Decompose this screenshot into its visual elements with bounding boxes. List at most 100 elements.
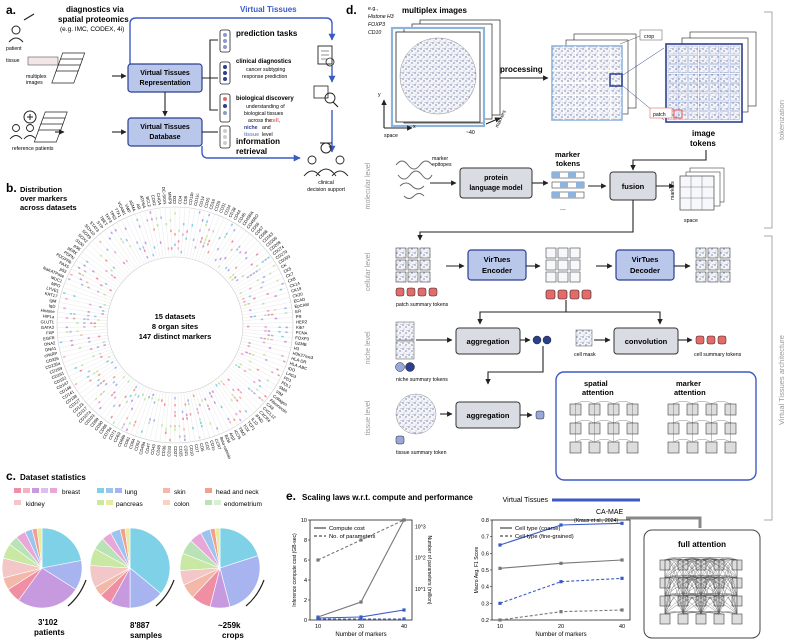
attention-link	[692, 420, 712, 424]
marker-spoke	[194, 212, 211, 261]
microscope-search-icon	[313, 85, 339, 108]
marker-dataset-segment	[249, 273, 253, 277]
marker-dataset-segment	[227, 417, 230, 421]
marker-dataset-segment	[270, 371, 274, 374]
panel-a-letter: a.	[6, 3, 16, 17]
patch-cell	[557, 247, 569, 259]
marker-dataset-segment	[81, 273, 85, 277]
marker-dataset-segment	[248, 352, 252, 355]
marker-dataset-segment	[205, 234, 208, 238]
marker-dataset-segment	[94, 397, 98, 401]
marker-spoke	[226, 369, 265, 403]
marker-label: SOX2	[77, 232, 89, 244]
marker-dataset-segment	[244, 251, 248, 255]
marker-dataset-segment	[232, 418, 236, 422]
marker-spoke	[186, 208, 196, 259]
vt-rep-line2: Representation	[140, 80, 191, 87]
marker-label: PDL1	[280, 380, 292, 390]
marker-label: GATA3	[41, 325, 55, 330]
tissue-slide	[27, 56, 59, 66]
attention-node	[626, 441, 639, 454]
marker-label: TBET	[99, 215, 109, 227]
patch-highlight	[673, 109, 683, 119]
marker-dataset-segment	[110, 274, 114, 277]
marker-label: GZMB	[294, 340, 307, 347]
marker-dataset-segment	[231, 393, 235, 397]
legend-endometrium: endometrium	[224, 501, 262, 508]
marker-label: CD4	[177, 195, 182, 204]
marker-dataset-segment	[260, 286, 263, 289]
marker-dataset-segment	[279, 288, 283, 291]
legend-skin: skin	[174, 489, 186, 496]
marker-spoke	[57, 312, 108, 318]
image-token	[730, 111, 740, 121]
marker-label: VCAM1	[117, 201, 128, 217]
y-tick-label: 0.2	[481, 618, 489, 624]
attention-link	[613, 439, 633, 443]
marker-dataset-segment	[216, 247, 220, 251]
marker-dataset-segment	[103, 344, 107, 347]
marker-spoke	[177, 392, 181, 443]
marker-dataset-segment	[121, 240, 125, 244]
marker-label: PDPN	[63, 250, 75, 261]
marker-spoke	[205, 219, 229, 265]
center-markers: 147 distinct markers	[139, 332, 212, 341]
patch-cell	[407, 247, 419, 259]
marker-dataset-segment	[128, 244, 132, 248]
image-token	[730, 102, 740, 111]
marker-dataset-segment	[113, 396, 117, 400]
marker-spoke	[239, 287, 287, 304]
marker-label: CD61	[123, 435, 132, 447]
series-point	[316, 558, 320, 562]
marker-dataset-segment	[134, 385, 138, 389]
legend-entry: No. of parameters	[329, 534, 375, 540]
marker-dataset-segment	[214, 258, 218, 262]
marker-dataset-segment	[258, 396, 262, 400]
marker-dataset-segment	[238, 250, 242, 254]
image-token	[709, 45, 719, 55]
marker-spoke	[154, 208, 164, 259]
attention-link	[700, 611, 720, 615]
marker-dataset-segment	[83, 264, 86, 267]
marker-label: CD141	[61, 389, 75, 401]
attention-link	[718, 577, 738, 615]
x-tick-label: 10	[315, 624, 321, 630]
marker-dataset-segment	[105, 248, 109, 252]
marker-dataset-segment	[268, 272, 272, 275]
marker-dataset-segment	[243, 300, 246, 303]
marker-label: Ki67	[296, 325, 305, 330]
image-token	[688, 45, 698, 55]
marker-dataset-segment	[238, 396, 242, 400]
marker-dataset-segment	[152, 253, 155, 257]
marker-label: aSMA	[128, 199, 137, 212]
crop-tag-label: crop	[644, 34, 654, 40]
marker-spoke	[73, 264, 117, 291]
full-attention-diagram	[659, 557, 743, 625]
marker-spoke	[103, 230, 135, 271]
marker-label: SMA	[278, 385, 289, 394]
marker-dataset-segment	[252, 380, 256, 384]
marker-label: HLA-ABC	[289, 361, 308, 372]
multiplex-stack	[51, 52, 86, 84]
crop-highlight	[390, 26, 486, 128]
x-tick-label: 20	[558, 624, 564, 630]
marker-dataset-segment	[243, 369, 247, 373]
attention-link	[718, 559, 738, 615]
marker-spoke	[238, 282, 286, 301]
marker-label: CD147	[56, 380, 70, 391]
marker-dataset-segment	[227, 268, 231, 272]
pie-slice	[18, 567, 77, 609]
pie-bracket	[155, 579, 175, 607]
convolution-box	[613, 327, 679, 355]
cell-mask-thumb	[575, 329, 593, 347]
marker-spoke	[194, 389, 211, 438]
marker-label: TFF3	[104, 212, 114, 224]
marker-label: CD34	[223, 203, 232, 215]
pie-slice	[219, 555, 261, 608]
marker-spoke	[85, 247, 124, 281]
marker-label: CA9	[265, 402, 275, 412]
marker-dataset-segment	[153, 246, 156, 249]
clinical-diagnostics: clinical diagnostics	[236, 59, 292, 65]
series-point	[559, 561, 563, 565]
